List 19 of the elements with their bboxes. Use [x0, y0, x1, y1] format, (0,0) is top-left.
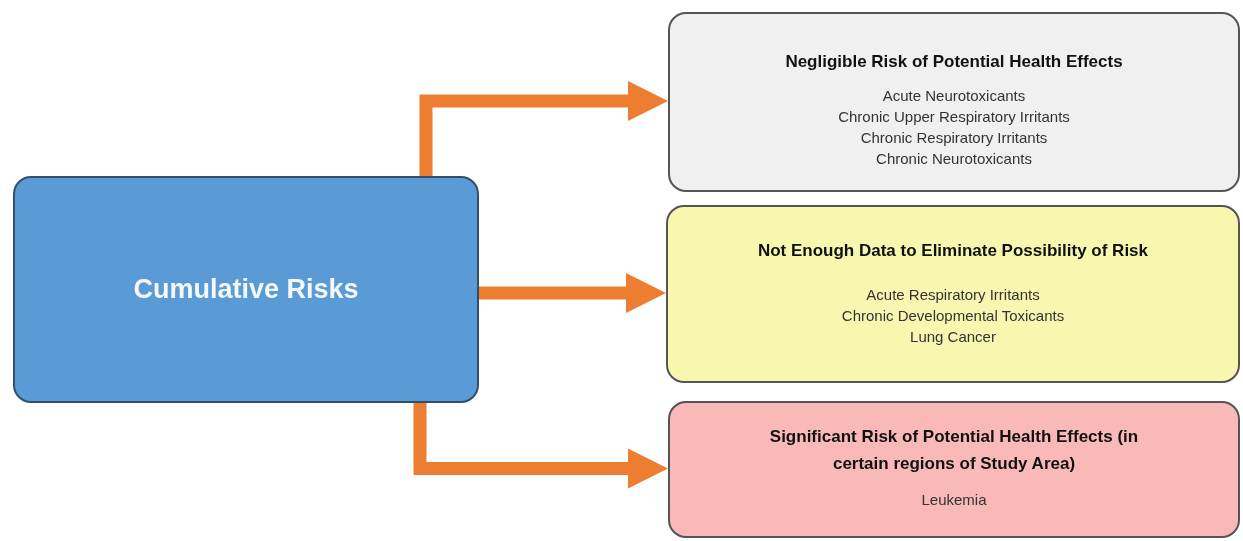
box-heading: Significant Risk of Potential Health Effects (in certain regions of Study Area) [768, 426, 1140, 476]
arrow [479, 273, 666, 313]
category-box [668, 12, 1240, 192]
box-heading: Cumulative Risks [133, 272, 359, 306]
box-heading: Negligible Risk of Potential Health Effects [785, 51, 1123, 73]
list-item: Chronic Neurotoxicants [876, 149, 1032, 170]
arrow [419, 81, 668, 176]
list-item: Acute Neurotoxicants [882, 86, 1026, 107]
arrow [413, 403, 668, 489]
category-box [668, 401, 1240, 538]
list-item: Acute Respiratory Irritants [866, 285, 1040, 306]
box-heading: Not Enough Data to Eliminate Possibility of Risk [757, 240, 1149, 262]
list-item: Chronic Developmental Toxicants [841, 306, 1065, 327]
root-box [13, 176, 479, 403]
category-box [666, 205, 1240, 383]
list-item: Chronic Respiratory Irritants [860, 128, 1048, 149]
list-item: Chronic Upper Respiratory Irritants [838, 107, 1070, 128]
list-item: Lung Cancer [910, 327, 996, 348]
list-item: Leukemia [921, 490, 987, 511]
